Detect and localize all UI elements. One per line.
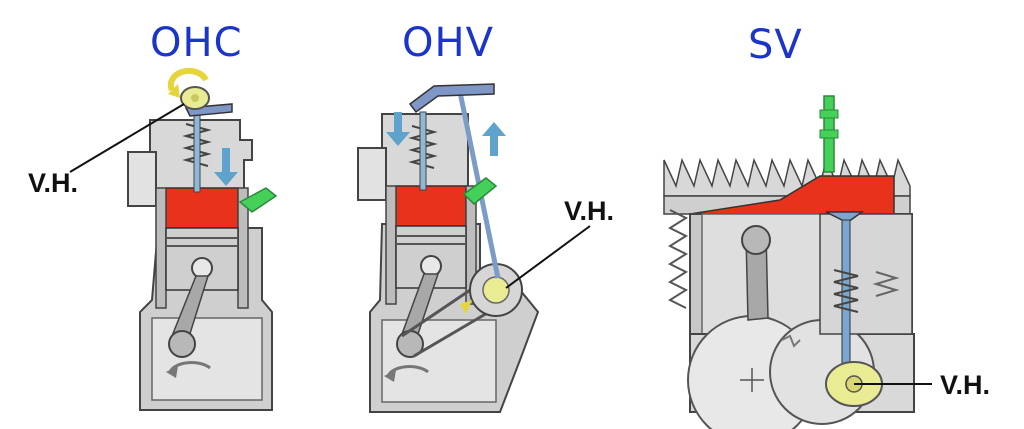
valve-spring — [833, 269, 859, 313]
diagram-sv: SV V.H. — [650, 0, 1024, 429]
diagram-title-ohc: OHC — [150, 20, 243, 66]
pointer-line-ohc — [69, 103, 185, 173]
diagram-title-sv: SV — [748, 22, 803, 68]
engine-sv-drawing — [663, 95, 932, 429]
flow-arrow-down — [394, 112, 402, 134]
valve-chamber — [819, 213, 913, 335]
crankcase-cavity — [151, 317, 263, 401]
diagram-title-ohv: OHV — [402, 20, 494, 66]
rotation-arrow — [168, 361, 211, 373]
piston-pin — [420, 255, 442, 277]
crank-pin — [168, 330, 196, 358]
flow-arrow-up — [490, 134, 498, 156]
pointer-line-ohv — [505, 225, 591, 289]
label-vh-ohc: V.H. — [28, 168, 79, 198]
intake-port — [127, 151, 157, 207]
combustion-chamber — [165, 187, 239, 229]
valve-stem — [193, 111, 201, 193]
combustion-chamber — [395, 185, 467, 227]
engine-ohv-drawing — [357, 83, 591, 413]
engine-ohc-drawing — [69, 67, 278, 411]
spark-plug — [462, 177, 498, 206]
piston-pin — [191, 257, 213, 279]
cooling-fins-side — [667, 209, 689, 309]
crankcase-cavity — [381, 319, 497, 403]
flow-arrow-down — [222, 148, 230, 174]
rotation-arrow — [386, 365, 429, 377]
rocker-arm — [408, 83, 495, 114]
diagram-ohc: OHC V.H. — [0, 0, 310, 429]
cylinder-wall-left — [155, 187, 167, 309]
cam-rotation-arrow — [460, 300, 472, 314]
label-vh-ohv: V.H. — [564, 196, 615, 226]
label-vh-sv: V.H. — [940, 370, 991, 400]
camshaft — [482, 276, 510, 304]
cam-rotation-arrow — [167, 67, 209, 92]
valve-stem — [841, 219, 851, 371]
valve-stem — [419, 111, 427, 191]
intake-port — [357, 147, 387, 201]
spark-plug — [238, 187, 278, 213]
diagram-ohv: OHV V.H. — [310, 0, 650, 429]
